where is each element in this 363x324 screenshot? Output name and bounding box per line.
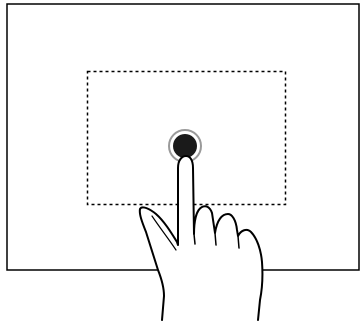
touch-gesture-diagram — [0, 0, 363, 324]
